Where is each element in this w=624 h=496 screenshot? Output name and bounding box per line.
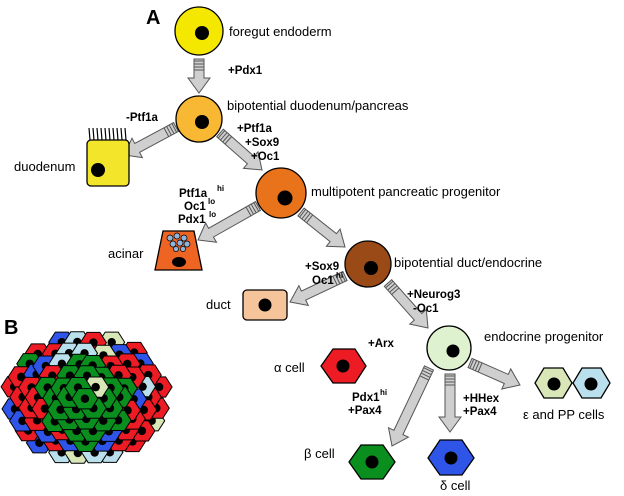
beta-cell-label: β cell [304,446,335,461]
alpha-cell-label: α cell [274,360,305,375]
arrow-tail-stripe [335,274,341,285]
arrow-bipotential-to-duct [289,270,348,307]
islet-cell-nucleus [80,394,90,403]
arrow-tail-stripe [168,124,175,135]
factor-ptf1a-minus: -Ptf1a [126,112,159,124]
arrow-tail-stripe [332,275,338,286]
endocrine-progenitor-label: endocrine progenitor [484,329,604,344]
factor-pax4-a: +Pax4 [348,405,382,417]
arrow-tail-stripe [391,287,400,295]
arrow-endocrine-to-delta [438,373,462,433]
duct-label: duct [206,297,231,312]
arrow-tail-stripe [472,360,478,370]
foregut-endoderm-label: foregut endoderm [229,24,332,39]
arrow-tail-stripe [171,123,178,133]
duct-cell [242,289,288,321]
factor-ptf1a-plus: +Ptf1a [237,123,272,135]
arrow-foregut-to-bipotential [187,58,211,94]
acinar-cell [154,230,203,271]
arrow-tail-stripe [217,130,226,139]
acinar-label: acinar [108,246,144,261]
epsilon-pp-cells-label: ε and PP cells [523,407,605,422]
endocrine-progenitor-cell [426,325,472,371]
panel-label-b: B [4,317,18,339]
arrow-tail-stripe [340,272,346,282]
islet-cluster [0,331,173,464]
arrow-tail-stripe [474,361,480,371]
factor-pax4-b: +Pax4 [463,406,497,418]
duodenum-label: duodenum [14,159,75,174]
arrow-tail-stripe [250,203,257,214]
islet-cell-nucleus [40,404,50,413]
arrow-tail-stripe [389,285,398,293]
arrow-tail-stripe [220,132,228,141]
factor-oc1-minus: -Oc1 [413,303,439,315]
factor-pdx1: +Pdx1 [228,65,263,77]
arrow-tail-stripe [303,212,311,222]
arrow-multipotent-to-bipotential [297,207,346,248]
arrow-tail-stripe [248,205,254,215]
islet-cell-nucleus [91,382,100,392]
bipotential-duodenum-pancreas-cell [175,95,223,143]
factor-neurog3: +Neurog3 [407,289,460,301]
factor-oc1-plus: +Oc1 [251,151,280,163]
factor-ptf1a-hi-sup: hi [217,184,224,193]
arrow-tail-stripe [477,362,483,373]
lineage-arrows [123,58,521,447]
multipotent-progenitor-label: multipotent pancreatic progenitor [311,184,501,199]
panel-label-a: A [146,7,160,29]
factor-pdx1-hi-sup: hi [380,388,387,397]
arrow-bipotential-to-multipotent [215,128,263,171]
factor-oc1-lo-sup: lo [208,197,215,206]
arrow-multipotent-to-acinar [197,200,262,243]
bipotential-duodenum-pancreas-label: bipotential duodenum/pancreas [227,98,409,113]
arrow-tail-stripe [387,283,396,291]
factor-oc1-hi: Oc1 [312,275,334,287]
arrow-tail-stripe [224,136,232,145]
factor-pdx1-hi: Pdx1 [352,392,380,404]
arrow-tail-stripe [306,214,314,224]
islet-cell-nucleus [154,382,164,392]
factor-oc1-hi-sup: hi [336,271,343,280]
bipotential-duct-endocrine-label: bipotential duct/endocrine [394,255,542,270]
factor-sox9-plus-a: +Sox9 [245,137,279,149]
arrow-tail-stripe [337,273,344,283]
duodenum-cell [86,127,130,187]
factor-arx: +Arx [368,338,394,350]
arrow-tail-stripe [299,208,307,218]
delta-cell [427,439,475,476]
multipotent-progenitor-cell [255,167,307,219]
foregut-endoderm-cell [174,6,224,56]
arrow-tail-stripe [301,210,309,220]
islet-cell-nucleus [137,426,147,436]
arrow-tail-stripe [422,369,432,376]
arrow-endocrine-to-beta [387,365,435,447]
factor-pdx1-lo: Pdx1 [178,214,206,226]
pp-cell [572,367,611,399]
arrow-tail-stripe [423,367,433,373]
factor-pdx1-lo-sup: lo [209,210,216,219]
islet-cell-nucleus [56,405,65,414]
beta-cell [348,444,396,480]
arrow-tail-stripe [245,206,252,217]
arrow-tail-stripe [163,127,170,137]
arrow-tail-stripe [222,134,230,143]
arrow-tail-stripe [420,372,431,378]
factor-ptf1a-hi: Ptf1a [179,188,208,200]
factor-hhex: +HHex [463,393,500,405]
arrow-tail-stripe [385,280,394,289]
bipotential-duct-endocrine-cell [344,240,392,288]
factor-oc1-lo: Oc1 [184,201,206,213]
alpha-cell [320,348,367,384]
arrow-tail-stripe [253,202,260,212]
arrow-bipotential-to-duodenum [123,121,180,159]
arrow-tail-stripe [166,126,172,136]
factor-sox9-plus-b: +Sox9 [305,261,339,273]
arrow-tail-stripe [419,375,430,381]
delta-cell-label: δ cell [440,478,470,493]
arrow-tail-stripe [469,359,475,369]
epsilon-cell [534,367,573,399]
